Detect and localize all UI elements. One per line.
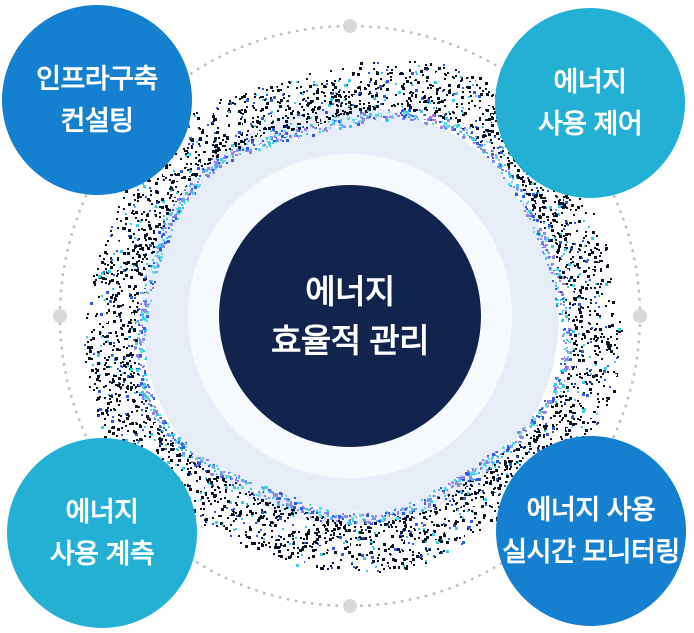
satellite-energy-use-control: 에너지 사용 제어 [495, 8, 685, 198]
orbit-node-top [343, 19, 357, 33]
satellite-label-line1: 인프라구축 [36, 64, 158, 94]
satellite-label-line1: 에너지 [65, 497, 139, 527]
center-circle [219, 185, 481, 447]
satellite-energy-use-metering: 에너지 사용 계측 [7, 438, 197, 628]
satellite-label-line2: 컨설팅 [60, 106, 134, 136]
center-label: 에너지 효율적 관리 [219, 185, 481, 447]
satellite-infra-consulting: 인프라구축 컨설팅 [2, 5, 192, 195]
satellite-label-line2: 사용 제어 [537, 109, 643, 139]
satellite-energy-realtime-monitoring: 에너지 사용 실시간 모니터링 [496, 436, 686, 626]
orbit-node-bottom [343, 599, 357, 613]
orbit-node-left [53, 309, 67, 323]
satellite-label-line1: 에너지 사용 [526, 495, 656, 525]
satellite-label-line2: 사용 계측 [49, 539, 155, 569]
center-label-line2: 효율적 관리 [271, 322, 429, 359]
center-label-line1: 에너지 [305, 273, 395, 310]
orbit-nodes [53, 19, 647, 613]
satellite-label-line2: 실시간 모니터링 [502, 537, 680, 567]
orbit-node-right [633, 309, 647, 323]
satellite-label-line1: 에너지 [553, 67, 627, 97]
